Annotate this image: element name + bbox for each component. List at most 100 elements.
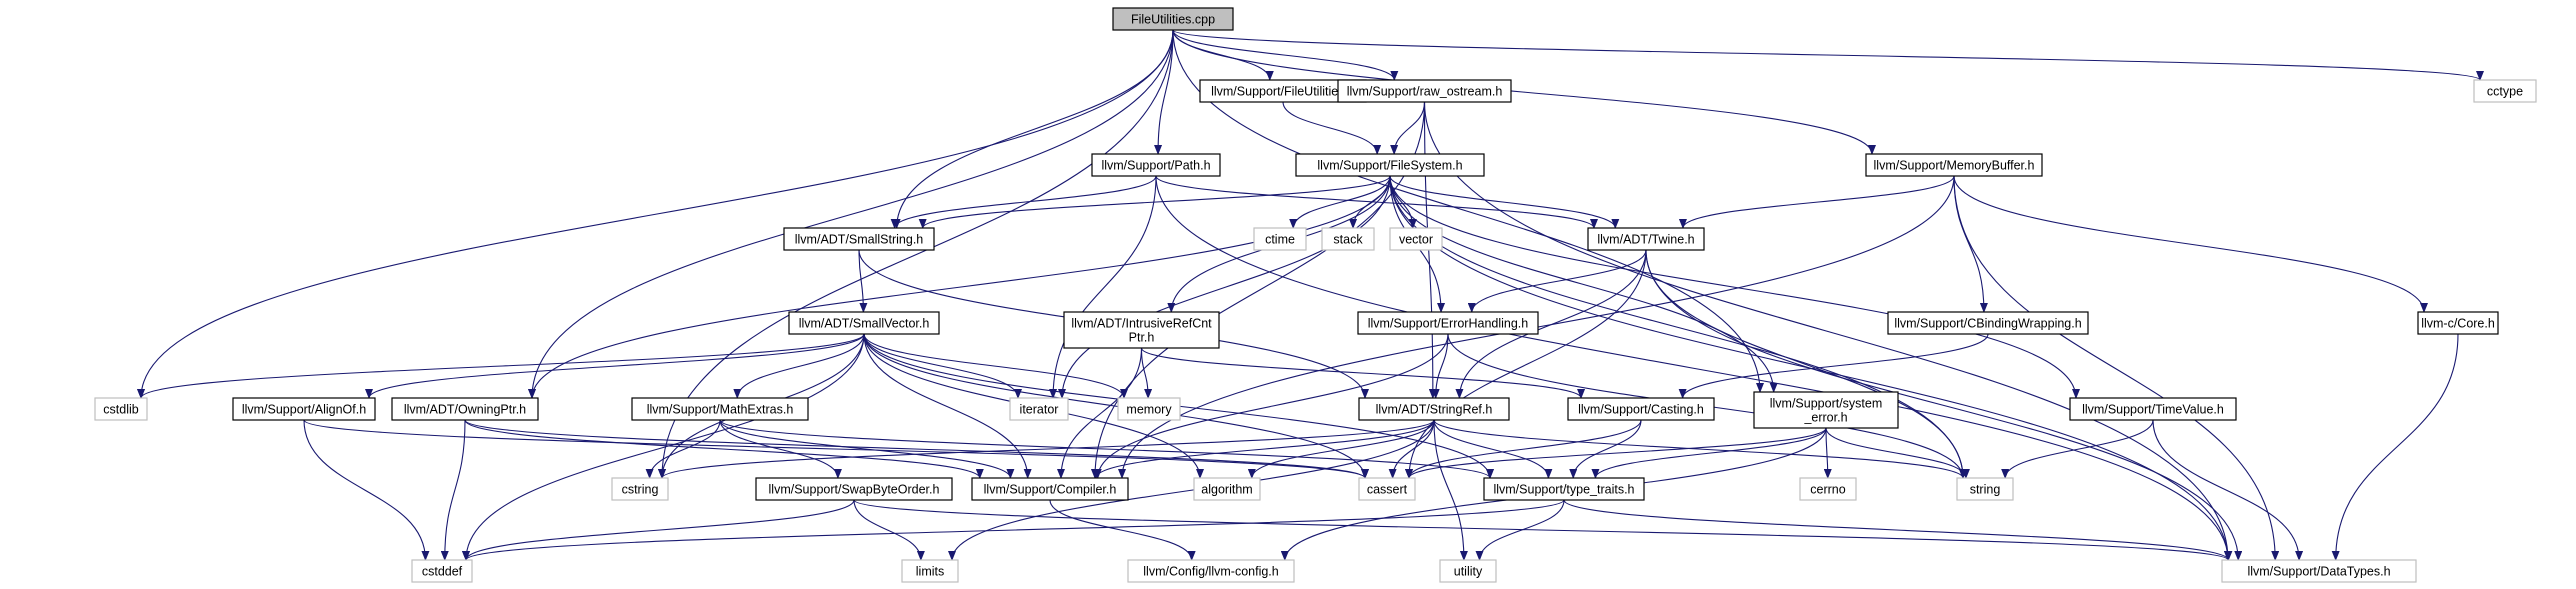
edge-n11-n39	[1645, 249, 2243, 561]
node-cctype: cctype	[2473, 79, 2537, 103]
node-llvm-support-mathextras-h[interactable]: llvm/Support/MathExtras.h	[631, 397, 809, 421]
edge-n28-n39	[853, 499, 2232, 561]
node-label: cstdlib	[103, 403, 138, 417]
edge-n12-n22	[863, 333, 1128, 399]
node-box	[1887, 311, 2089, 335]
node-label: limits	[916, 565, 944, 579]
node-label: Ptr.h	[1129, 331, 1155, 345]
edge-n11-n34	[1645, 249, 1967, 479]
edge-n5-n11	[1389, 175, 1620, 229]
node-label: llvm/Support/type_traits.h	[1493, 483, 1634, 497]
edge-n0-n2	[1172, 29, 1399, 81]
node-box	[1091, 153, 1221, 177]
node-cerrno: cerrno	[1799, 477, 1857, 501]
node-box	[1358, 397, 1510, 421]
node-vector: vector	[1389, 227, 1443, 251]
edge-n12-n35	[462, 333, 865, 561]
edge-n12-n18	[365, 333, 865, 399]
node-iterator: iterator	[1009, 397, 1069, 421]
edge-n4-n21	[1049, 175, 1157, 399]
node-llvm-support-datatypes-h: llvm/Support/DataTypes.h	[2221, 559, 2417, 583]
node-llvm-support-swapbyteorder-h[interactable]: llvm/Support/SwapByteOrder.h	[755, 477, 953, 501]
edge-n1-n5	[1282, 101, 1382, 155]
node-label: llvm/ADT/StringRef.h	[1376, 403, 1493, 417]
edge-n5-n25	[1389, 175, 1778, 393]
edge-n25-n31	[1405, 427, 1827, 479]
node-box	[1389, 227, 1443, 251]
node-label: llvm/ADT/SmallString.h	[795, 233, 924, 247]
node-fileutilities-cpp[interactable]: FileUtilities.cpp	[1112, 7, 1234, 31]
node-box	[1567, 397, 1715, 421]
node-box	[2473, 79, 2537, 103]
node-box	[901, 559, 959, 583]
node-box	[411, 559, 473, 583]
node-box	[2069, 397, 2237, 421]
node-llvm-adt-smallstring-h[interactable]: llvm/ADT/SmallString.h	[783, 227, 935, 251]
edge-n26-n39	[2152, 419, 2304, 561]
edge-n23-n29	[1092, 419, 1435, 479]
edge-n12-n31	[863, 333, 1369, 479]
node-llvm-support-type-traits-h[interactable]: llvm/Support/type_traits.h	[1483, 477, 1645, 501]
node-llvm-adt-twine-h[interactable]: llvm/ADT/Twine.h	[1587, 227, 1705, 251]
node-llvm-support-alignof-h[interactable]: llvm/Support/AlignOf.h	[232, 397, 376, 421]
edge-n16-n39	[2331, 333, 2459, 561]
node-llvm-c-core-h[interactable]: llvm-c/Core.h	[2417, 311, 2499, 335]
edge-n14-n29	[1093, 333, 1449, 479]
edge-n12-n20	[733, 333, 865, 399]
node-box	[2417, 311, 2499, 335]
edge-n5-n26	[1389, 175, 2080, 399]
node-layer: FileUtilities.cpp llvm/Support/FileUtilit…	[94, 7, 2537, 583]
node-box	[1193, 477, 1261, 501]
node-box	[1127, 559, 1295, 583]
node-llvm-adt-smallvector-h[interactable]: llvm/ADT/SmallVector.h	[788, 311, 940, 335]
node-box	[1753, 391, 1899, 429]
node-llvm-support-compiler-h[interactable]: llvm/Support/Compiler.h	[971, 477, 1129, 501]
node-box	[783, 227, 935, 251]
edge-n11-n23	[1455, 249, 1647, 399]
node-label: string	[1970, 483, 2001, 497]
node-label: algorithm	[1201, 483, 1252, 497]
node-llvm-support-errorhandling-h[interactable]: llvm/Support/ErrorHandling.h	[1357, 311, 1539, 335]
edge-n20-n29	[719, 419, 1015, 479]
node-llvm-support-raw-ostream-h[interactable]: llvm/Support/raw_ostream.h	[1337, 79, 1512, 103]
node-label: llvm/Support/raw_ostream.h	[1347, 85, 1503, 99]
node-box	[1956, 477, 2014, 501]
node-llvm-support-system-error-h[interactable]: llvm/Support/system_error.h	[1753, 391, 1899, 429]
edge-n4-n11	[1155, 175, 1598, 229]
node-llvm-support-path-h[interactable]: llvm/Support/Path.h	[1091, 153, 1221, 177]
edge-n15-n24	[1678, 333, 1989, 399]
edge-n0-n19	[528, 29, 1174, 399]
node-label: llvm/ADT/Twine.h	[1597, 233, 1694, 247]
node-box	[1117, 397, 1181, 421]
edge-n26-n34	[2001, 419, 2154, 479]
node-llvm-support-casting-h[interactable]: llvm/Support/Casting.h	[1567, 397, 1715, 421]
edge-n7-n12	[858, 249, 868, 313]
node-memory: memory	[1117, 397, 1181, 421]
node-ctime: ctime	[1253, 227, 1307, 251]
edge-n32-n39	[1563, 499, 2233, 561]
node-llvm-support-timevalue-h[interactable]: llvm/Support/TimeValue.h	[2069, 397, 2237, 421]
edge-n23-n31	[1388, 419, 1435, 479]
edge-n5-n8	[1289, 175, 1391, 229]
node-llvm-adt-stringref-h[interactable]: llvm/ADT/StringRef.h	[1358, 397, 1510, 421]
node-box	[788, 311, 940, 335]
node-label: llvm/Support/DataTypes.h	[2247, 565, 2390, 579]
edge-n25-n33	[1823, 427, 1832, 479]
node-label: llvm/Support/MemoryBuffer.h	[1874, 159, 2035, 173]
edge-n12-n21	[863, 333, 1022, 399]
node-llvm-adt-owningptr-h[interactable]: llvm/ADT/OwningPtr.h	[391, 397, 539, 421]
node-box	[611, 477, 669, 501]
node-llvm-support-fileutilities-h[interactable]: llvm/Support/FileUtilities.h	[1199, 79, 1367, 103]
node-llvm-support-cbindingwrapping-h[interactable]: llvm/Support/CBindingWrapping.h	[1887, 311, 2089, 335]
node-box	[2221, 559, 2417, 583]
node-cassert: cassert	[1358, 477, 1416, 501]
node-box	[1009, 397, 1069, 421]
node-llvm-support-memorybuffer-h[interactable]: llvm/Support/MemoryBuffer.h	[1865, 153, 2043, 177]
node-llvm-support-filesystem-h[interactable]: llvm/Support/FileSystem.h	[1295, 153, 1485, 177]
node-label: memory	[1126, 403, 1172, 417]
edge-n4-n7	[890, 175, 1157, 229]
node-label: llvm/Config/llvm-config.h	[1143, 565, 1279, 579]
edge-n11-n14	[1467, 249, 1647, 313]
edge-n12-n29	[863, 333, 1032, 479]
